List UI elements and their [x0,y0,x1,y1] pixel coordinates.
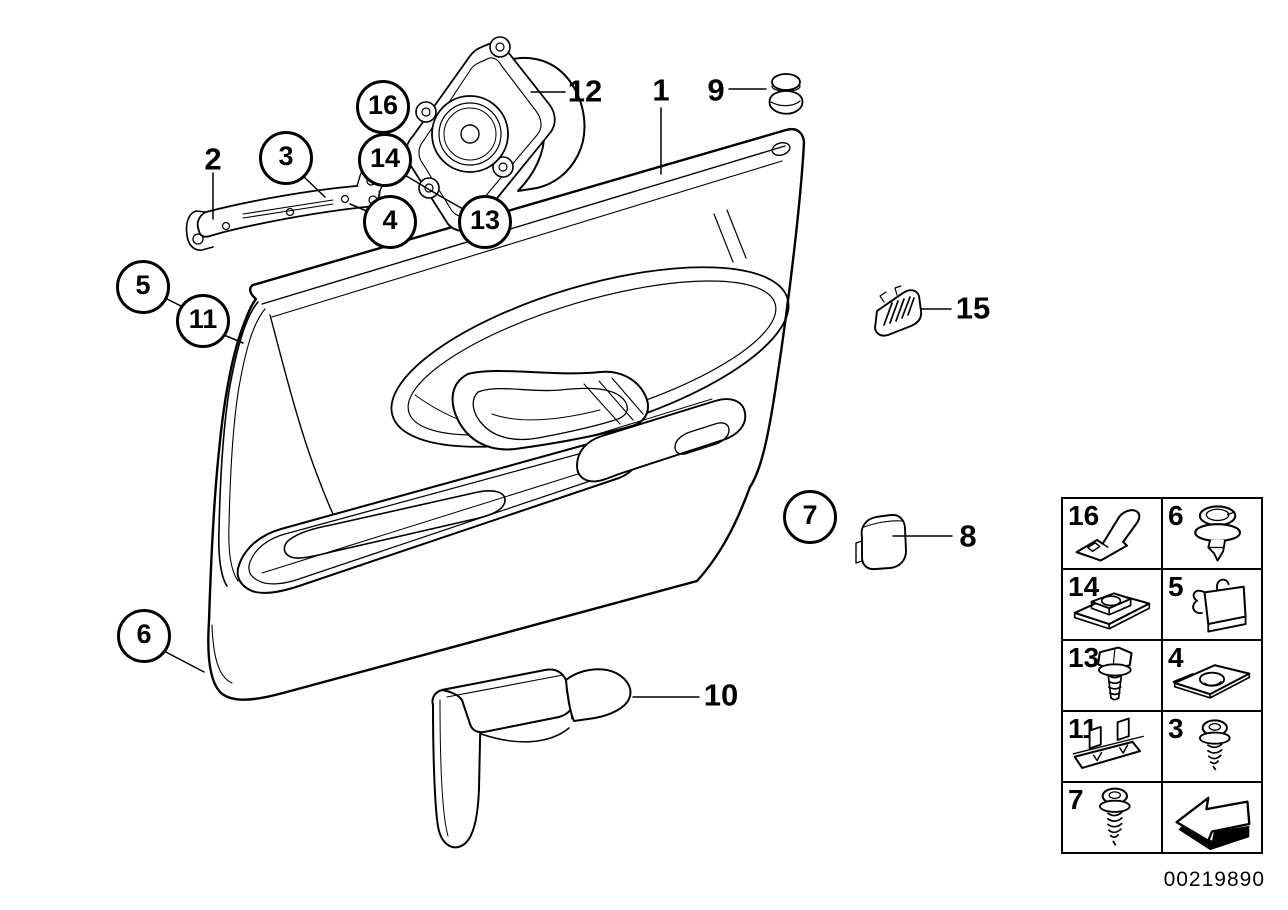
callout-7[interactable]: 7 [783,490,837,544]
callout-6[interactable]: 6 [117,609,171,663]
diagram-part-number: 00219890 [1163,868,1265,891]
callout-9[interactable]: 9 [707,72,725,108]
expanding-rivet-icon [1194,505,1241,562]
leader-lines [160,88,953,698]
airbag-badge-drawing [874,285,923,337]
callout-11[interactable]: 11 [176,294,230,348]
legend-number: 3 [1168,713,1184,744]
legend-cell-3: 3 [1161,710,1263,783]
direction-arrow-icon [1175,796,1251,851]
legend-number: 6 [1168,500,1184,531]
retaining-clip-icon [1075,509,1141,562]
legend-cell-4: 4 [1161,639,1263,712]
cap-drawing [855,513,907,571]
callout-16[interactable]: 16 [356,80,410,134]
mounting-bracket-icon [1072,717,1144,769]
plug-drawing [768,73,804,115]
callout-15[interactable]: 15 [955,290,991,326]
legend-cell-5: 5 [1161,568,1263,641]
fastener-legend-table: 16 6 [1061,497,1263,854]
legend-number: 5 [1168,571,1184,602]
callout-5[interactable]: 5 [116,260,170,314]
armrest-piece-drawing [431,668,632,849]
edge-clip-icon [1192,578,1247,633]
callout-2[interactable]: 2 [204,141,222,177]
callout-10[interactable]: 10 [703,677,739,713]
legend-cell-14: 14 [1061,568,1163,641]
legend-cell-16: 16 [1061,497,1163,570]
door-trim-panel-drawing [207,128,806,701]
legend-cell-arrow [1161,781,1263,854]
legend-number: 13 [1068,642,1100,673]
callout-1[interactable]: 1 [652,72,670,108]
legend-number: 16 [1068,500,1100,531]
legend-number: 14 [1068,571,1100,602]
callout-4[interactable]: 4 [363,195,417,249]
legend-number: 7 [1068,784,1084,815]
callout-13[interactable]: 13 [458,195,512,249]
legend-number: 4 [1168,642,1184,673]
speed-nut-icon [1172,664,1251,699]
torx-screw-icon [1198,719,1231,771]
cage-nut-icon [1073,592,1151,630]
fillister-screw-icon [1098,787,1131,846]
legend-cell-11: 11 [1061,710,1163,783]
hex-bolt-icon [1096,646,1133,701]
callout-3[interactable]: 3 [259,131,313,185]
callout-8[interactable]: 8 [959,518,977,554]
legend-cell-13: 13 [1061,639,1163,712]
callout-14[interactable]: 14 [358,133,412,187]
legend-cell-7: 7 [1061,781,1163,854]
legend-cell-6: 6 [1161,497,1263,570]
callout-12[interactable]: 12 [567,73,603,109]
